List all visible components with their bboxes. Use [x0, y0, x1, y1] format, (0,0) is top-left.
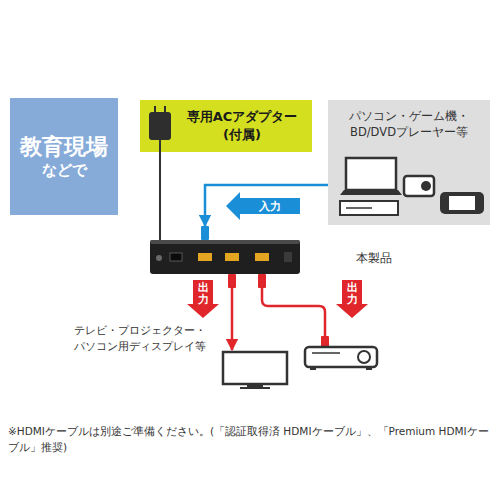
display-box: テレビ・プロジェクター・ パソコン用ディスプレイ等 [222, 350, 288, 390]
input-arrow [226, 192, 300, 220]
scene-box: 教育現場などで [10, 98, 118, 215]
projector-body [305, 347, 377, 367]
output-arrow [336, 280, 368, 318]
cable-connector [159, 152, 161, 240]
cable-connector [205, 185, 328, 226]
usb-port [170, 253, 182, 261]
device-body [150, 240, 300, 274]
hdmi-port [225, 253, 239, 261]
tv-stand [247, 384, 263, 387]
hdmi-plug [201, 226, 209, 240]
output-label: 出力 [347, 282, 358, 306]
adapter-prong [154, 106, 156, 112]
node-text: テレビ・プロジェクター・ パソコン用ディスプレイ等 [74, 323, 214, 354]
adapter-cable [159, 140, 161, 160]
bd-player [340, 201, 398, 215]
output-arrow [187, 280, 219, 318]
adapter-box: 専用ACアダプター (付属) [140, 100, 312, 152]
node-text: 教育現場 [20, 133, 108, 161]
tv-stand [240, 387, 270, 389]
hdmi-cable [262, 288, 325, 344]
projector-vent [312, 352, 340, 354]
device-top-edge [150, 240, 300, 244]
adapter-prong [164, 106, 166, 112]
disc-slot [346, 207, 372, 209]
edge-label: 出力 [198, 282, 209, 306]
video-camera [404, 176, 434, 196]
device-box: 本製品 [150, 240, 346, 274]
hdmi-plug [258, 274, 266, 288]
projector-foot [366, 367, 372, 370]
projector-foot [310, 367, 316, 370]
hdmi-plug [228, 274, 236, 288]
switch [284, 252, 292, 262]
laptop-screen [346, 158, 396, 190]
laptop-base [340, 190, 402, 195]
node-text: パソコン・ゲーム機・ BD/DVDプレーヤー等 [336, 108, 482, 140]
ac-adapter [149, 112, 171, 140]
power-button [156, 255, 162, 261]
node-text: 本製品 [356, 251, 392, 266]
hdmi-port [255, 253, 269, 261]
tv-screen [223, 352, 287, 384]
hdmi-port [198, 253, 212, 261]
footnote: ※HDMIケーブルは別途ご準備ください。(「認証取得済 HDMIケーブル」、「P… [8, 424, 492, 456]
console-screen [449, 196, 475, 210]
source-box: パソコン・ゲーム機・ BD/DVDプレーヤー等 [328, 100, 490, 225]
projector-lens [358, 351, 370, 363]
camera-lens [421, 181, 431, 191]
node-text: 専用ACアダプター (付属) [182, 108, 302, 143]
node-text: などで [42, 161, 87, 181]
cable-connector [231, 288, 234, 350]
edge-label: 入力 [240, 199, 300, 214]
game-console [440, 192, 484, 214]
